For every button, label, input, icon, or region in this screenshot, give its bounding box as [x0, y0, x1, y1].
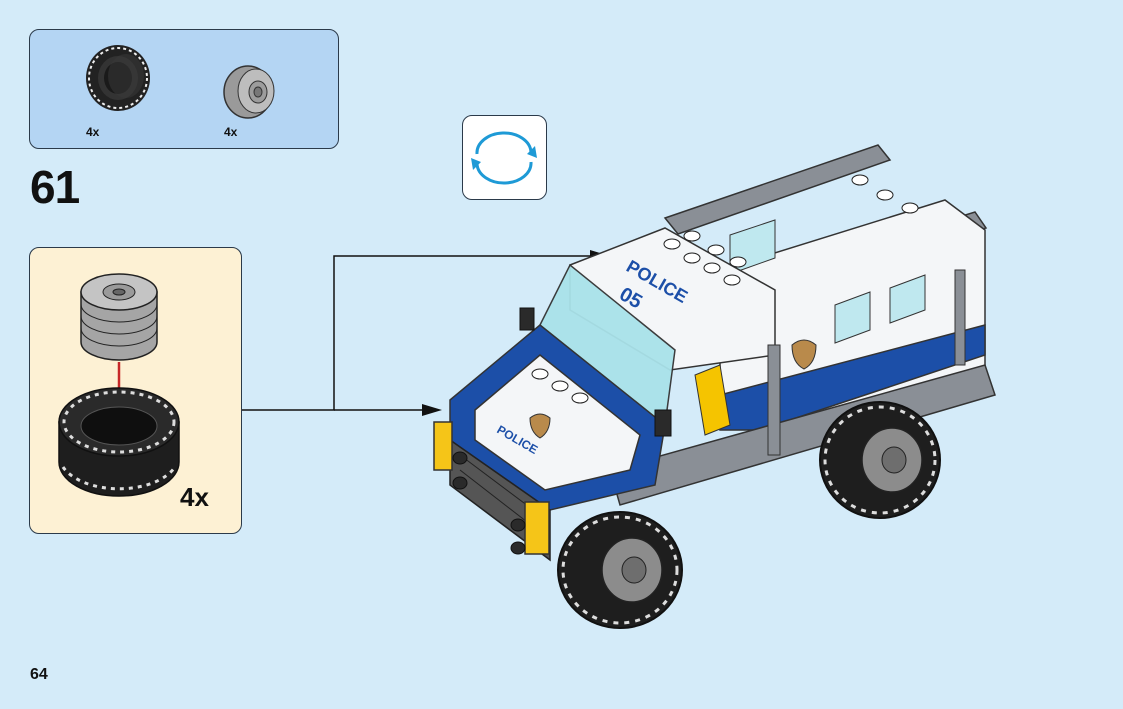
- tire-icon: [59, 388, 179, 496]
- page-number: 64: [30, 666, 48, 684]
- step-number: 61: [30, 160, 79, 214]
- parts-list-box: [29, 29, 339, 149]
- wheel-rim-quantity: 4x: [224, 125, 237, 139]
- wheel-rim-part-icon: [218, 62, 288, 122]
- tire-quantity: 4x: [86, 125, 99, 139]
- wheel-rim-icon: [81, 274, 157, 360]
- subassembly-quantity: 4x: [180, 482, 209, 513]
- tire-part-icon: [80, 40, 175, 120]
- police-truck-model: POLICE 05 POLICE: [420, 140, 1010, 640]
